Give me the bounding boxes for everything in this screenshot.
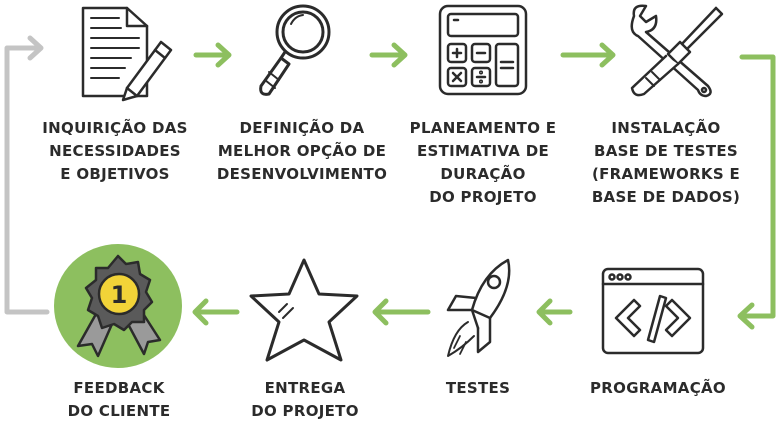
- magnifier-icon: [255, 2, 335, 102]
- document-pencil-icon: [75, 4, 175, 104]
- step-label-feedback: FEEDBACK DO CLIENTE: [67, 379, 171, 420]
- arrow-s7-s8: [192, 298, 240, 326]
- arrow-s4-s5: [737, 54, 776, 330]
- step-label-delivery: ENTREGA DO PROJETO: [251, 379, 359, 420]
- arrow-s6-s7: [372, 298, 431, 326]
- calculator-icon: [436, 4, 530, 98]
- step-label-inquiry: INQUIRIÇÃO DAS NECESSIDADES E OBJETIVOS: [42, 119, 188, 183]
- award-number: 1: [111, 281, 128, 309]
- loop-arrow-s8-s1: [4, 35, 50, 315]
- step-label-programming: PROGRAMAÇÃO: [590, 379, 726, 397]
- arrow-s5-s6: [536, 298, 573, 326]
- tools-icon: [624, 2, 728, 98]
- arrow-s3-s4: [560, 42, 616, 68]
- step-label-planning: PLANEAMENTO E ESTIMATIVA DE DURAÇÃO DO P…: [409, 119, 557, 206]
- star-icon: [245, 254, 363, 368]
- step-label-definition: DEFINIÇÃO DA MELHOR OPÇÃO DE DESENVOLVIM…: [216, 119, 388, 183]
- arrow-s2-s3: [369, 42, 408, 68]
- arrow-s1-s2: [193, 42, 232, 68]
- step-label-tests: TESTES: [445, 379, 511, 397]
- code-window-icon: [600, 266, 708, 358]
- step-label-installation: INSTALAÇÃO BASE DE TESTES (FRAMEWORKS E …: [591, 119, 741, 206]
- award-ribbon-icon: 1: [52, 242, 184, 370]
- rocket-icon: [438, 256, 516, 364]
